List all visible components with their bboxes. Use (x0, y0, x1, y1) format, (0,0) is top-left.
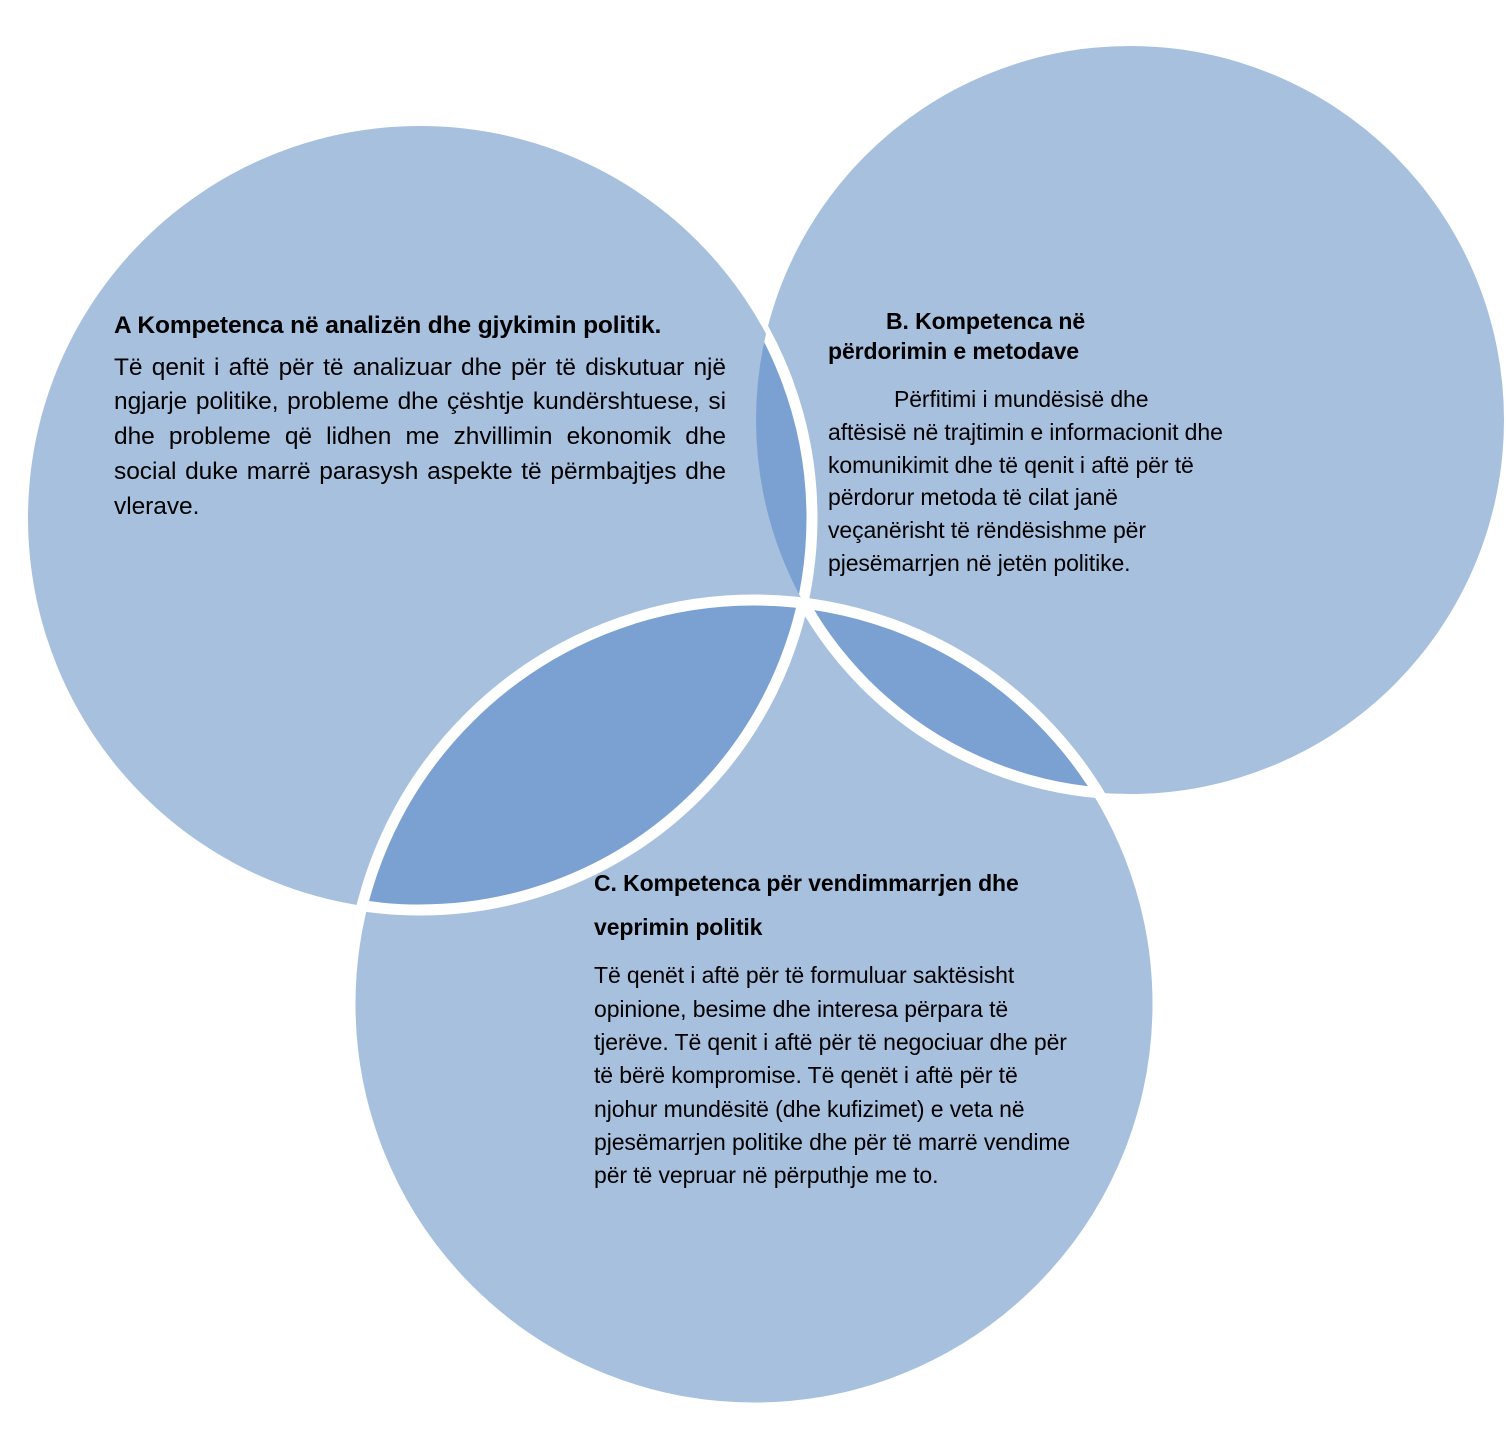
circle-c-heading: C. Kompetenca për vendimmarrjen dhe vepri… (594, 861, 1072, 949)
circle-c-heading-line-1: C. Kompetenca për vendimmarrjen dhe (594, 870, 1019, 896)
circle-b-shape (756, 46, 1504, 794)
circle-a-heading: A Kompetenca në analizën dhe gjykimin po… (114, 312, 662, 339)
circle-c-outline (344, 594, 1164, 1414)
circle-b-heading: B. Kompetenca në përdorimin e metodave (828, 307, 1226, 367)
overlap-a-c (350, 600, 812, 910)
divider-stroke-a-in-c (350, 600, 818, 916)
circle-c-label: C. Kompetenca për vendimmarrjen dhe vepri… (594, 861, 1072, 1193)
divider-stroke-a-in-b (756, 120, 818, 794)
circle-b-label: B. Kompetenca në përdorimin e metodave Pë… (828, 307, 1226, 580)
circle-b-body: Përfitimi i mundësisë dhe aftësisë në tr… (828, 383, 1226, 580)
circle-a-body: Të qenit i aftë për të analizuar dhe për… (114, 353, 726, 520)
circle-b-heading-line-1: B. Kompetenca në (886, 308, 1086, 334)
circle-b-body-text: Përfitimi i mundësisë dhe aftësisë në tr… (828, 385, 1223, 577)
circle-c-heading-line-2: veprimin politik (594, 914, 763, 941)
circle-a-label: A Kompetenca në analizën dhe gjykimin po… (114, 311, 726, 525)
circle-b-heading-line-2: përdorimin e metodave (828, 337, 1079, 364)
circle-c-body: Të qenët i aftë për të formuluar saktësi… (594, 962, 1071, 1189)
